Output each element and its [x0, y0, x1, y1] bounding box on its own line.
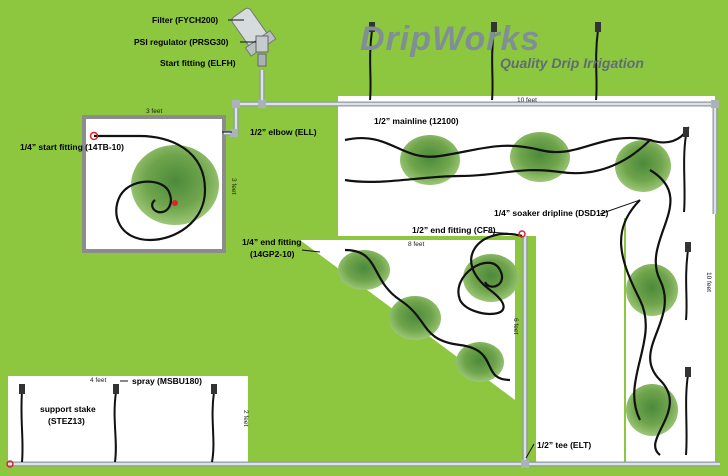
spray-head [683, 127, 689, 137]
tee-fitting [258, 100, 266, 108]
spray-stake [369, 29, 373, 101]
spray-head [685, 242, 691, 252]
dimension-right-side: 10 feet [705, 272, 712, 292]
spray-stake [20, 391, 24, 463]
end-marker [172, 200, 178, 206]
dripline-spiral [457, 232, 523, 315]
spray-stake [685, 249, 689, 321]
label-psi-regulator: PSI regulator (PRSG30) [134, 37, 229, 47]
label-elbow: 1/2” elbow (ELL) [250, 127, 317, 137]
dripline [649, 169, 672, 456]
dimension-square-side: 3 feet [230, 178, 237, 194]
dripline [619, 199, 647, 421]
spray-stake [113, 391, 117, 463]
spray-head [369, 22, 375, 32]
spray-stake [595, 29, 599, 101]
elbow-fitting [711, 100, 719, 108]
shrub [338, 250, 390, 290]
end-fitting-marker [518, 230, 526, 238]
psi-regulator [255, 35, 269, 53]
tee-fitting [521, 460, 529, 468]
dripline-loop [344, 136, 653, 183]
dimension-bottom-top: 4 feet [90, 377, 106, 384]
leader-line [301, 249, 321, 253]
elbow-fitting [230, 129, 238, 137]
start-fitting-part [257, 53, 267, 67]
dimension-main-top: 10 feet [517, 97, 537, 104]
label-filter: Filter (FYCH200) [152, 15, 218, 25]
elbow-fitting [232, 100, 240, 108]
shrub [626, 384, 678, 436]
spray-stake [685, 374, 689, 456]
spray-head [211, 384, 217, 394]
main-bed [300, 96, 715, 462]
start-marker [6, 460, 14, 468]
brand-tagline: Quality Drip Irrigation [500, 55, 644, 71]
soaker-dripline [94, 126, 690, 456]
bottom-bed [8, 376, 248, 464]
spray-head [685, 367, 691, 377]
leader-line [599, 199, 641, 215]
shrub [626, 264, 678, 316]
label-quarter-start-fitting: 1/4” start fitting (14TB-10) [20, 142, 124, 152]
label-half-end-fitting: 1/2” end fitting (CF8) [412, 225, 496, 235]
shrub [510, 132, 570, 182]
label-support-stake-code: (STEZ13) [48, 416, 85, 426]
shrub [400, 135, 460, 185]
spray-head [595, 22, 601, 32]
label-mainline: 1/2” mainline (12100) [374, 116, 459, 126]
label-quarter-end-fitting-code: (14GP2-10) [250, 249, 295, 259]
shrub [389, 296, 441, 340]
filter-assembly [231, 7, 277, 67]
spray-stake [683, 134, 687, 213]
dimension-triangle-side: 6 feet [512, 318, 519, 334]
dripline-spiral [94, 134, 207, 242]
brand-name: DripWorks [360, 20, 540, 58]
shrub [615, 140, 671, 192]
leader-line [487, 231, 517, 235]
dimension-bottom-side: 2 feet [242, 410, 249, 426]
label-start-fitting: Start fitting (ELFH) [160, 58, 236, 68]
spray-head [491, 22, 497, 32]
spray-stake [491, 29, 495, 101]
start-marker [89, 131, 99, 141]
dimension-square-top: 3 feet [146, 108, 162, 115]
label-support-stake: support stake [40, 404, 96, 414]
spray-head [113, 384, 119, 394]
label-soaker-dripline: 1/4” soaker dripline (DSD12) [494, 208, 608, 218]
leader-lines [120, 19, 641, 459]
label-spray: spray (MSBU180) [132, 376, 202, 386]
spray-head [19, 384, 25, 394]
dimension-triangle-top: 8 feet [408, 241, 424, 248]
dripline [344, 248, 511, 382]
spray-stake [211, 391, 215, 463]
label-tee: 1/2” tee (ELT) [537, 440, 591, 450]
leader-line [525, 443, 535, 459]
spray-heads [19, 22, 691, 394]
spray-stakes [20, 29, 689, 463]
label-quarter-end-fitting: 1/4” end fitting [242, 237, 302, 247]
